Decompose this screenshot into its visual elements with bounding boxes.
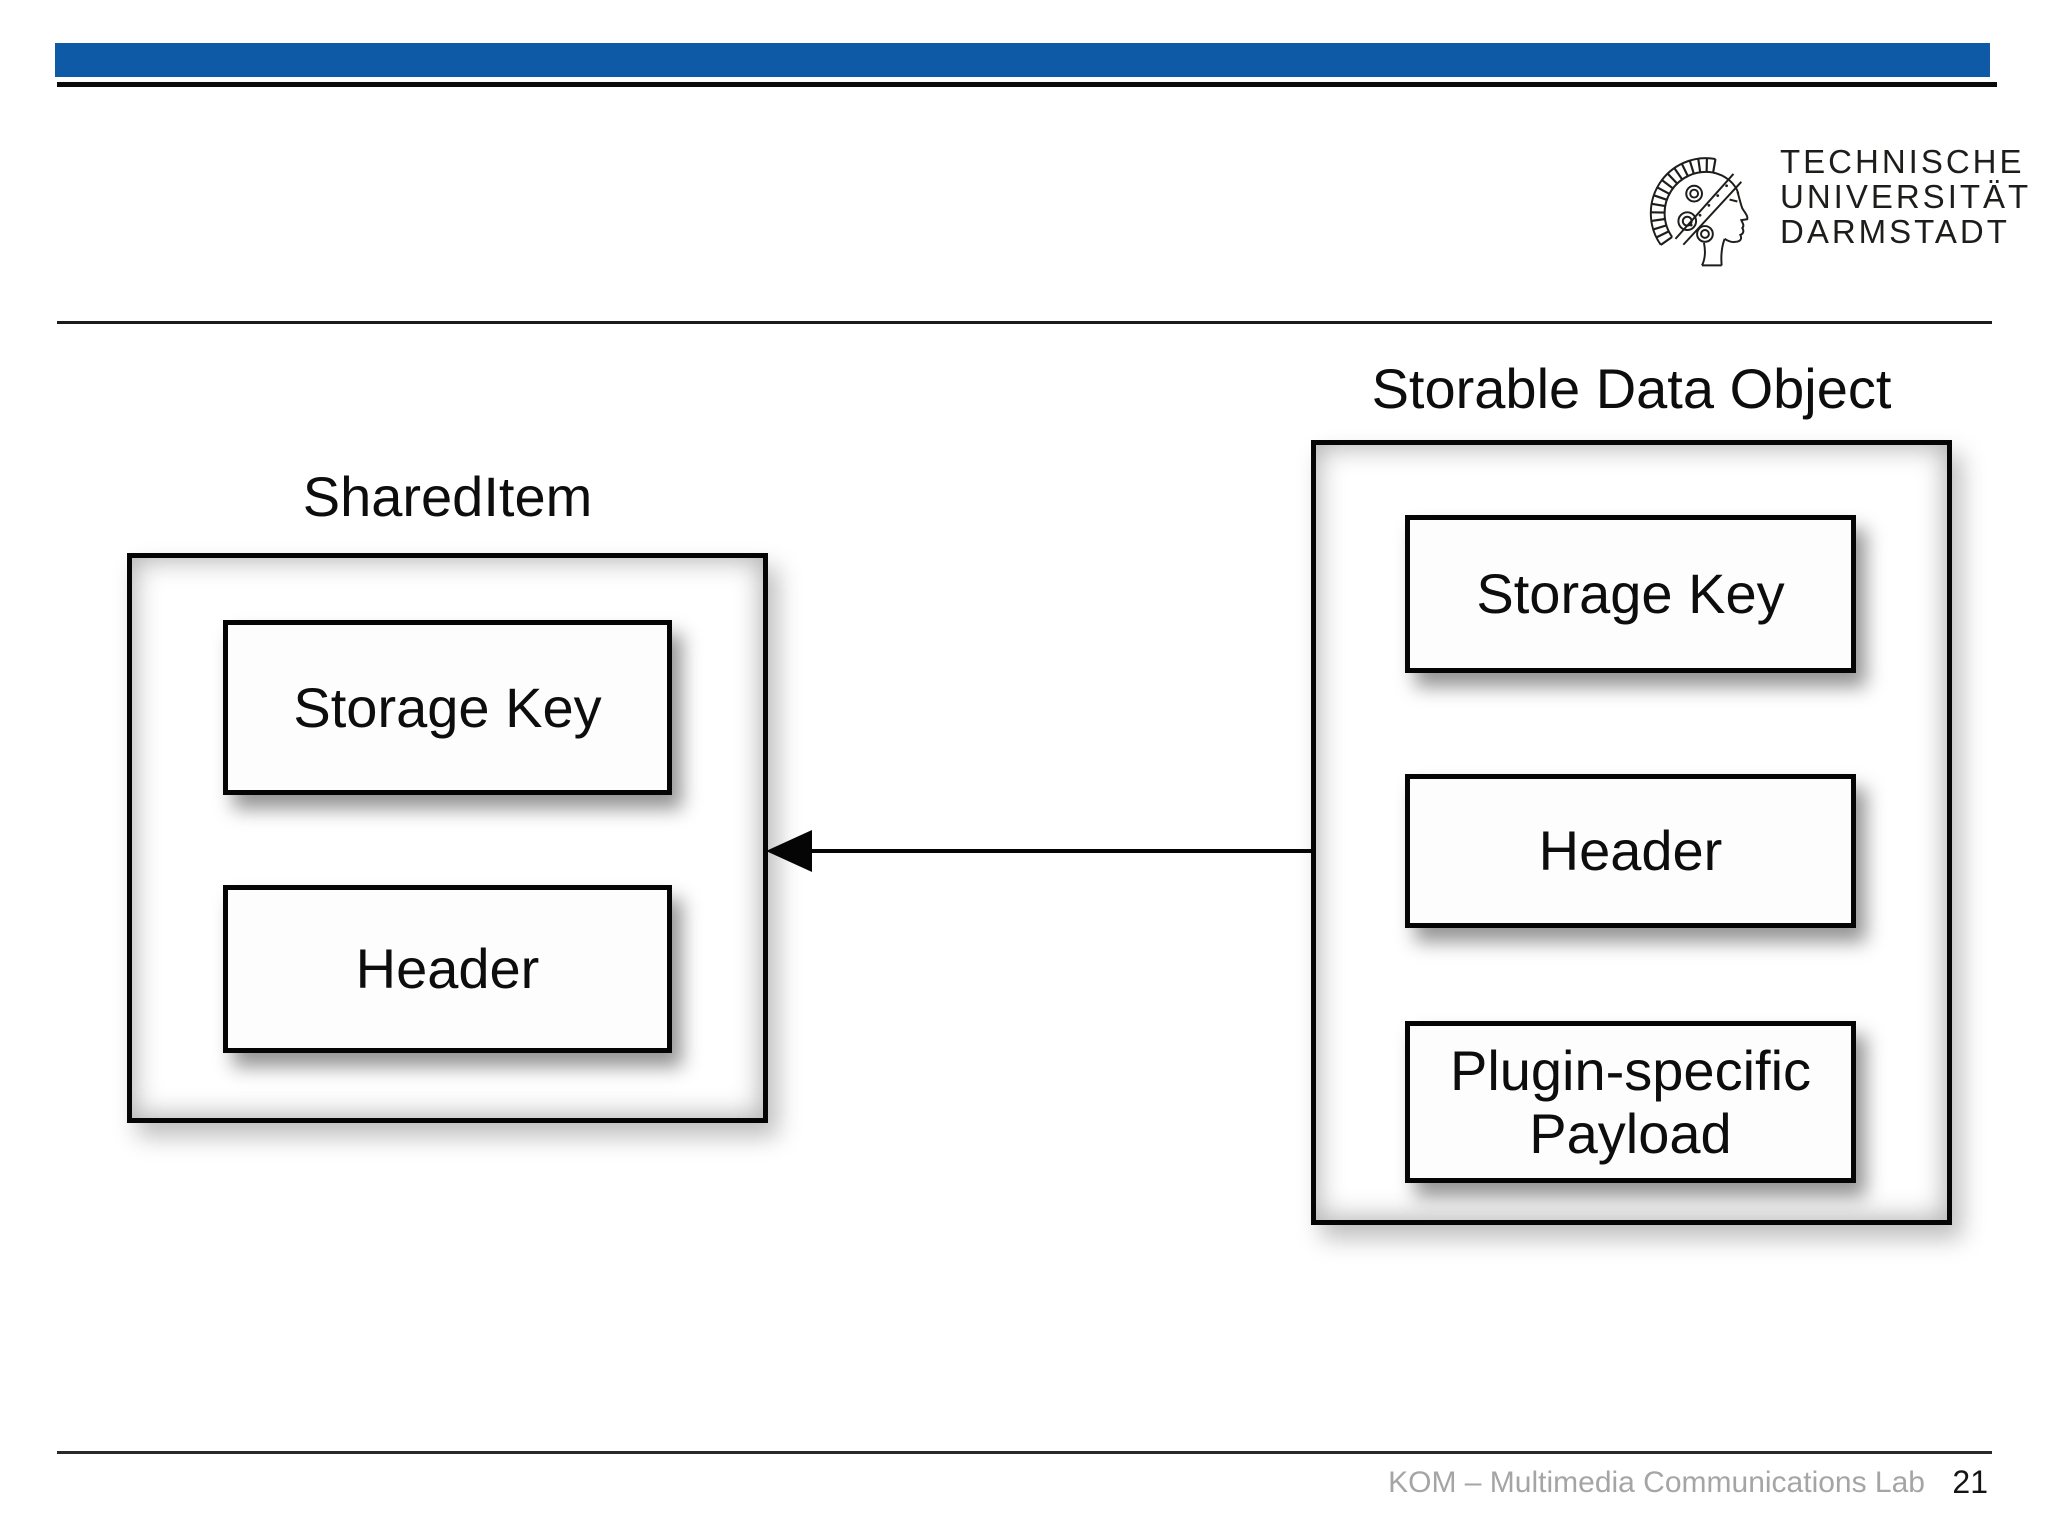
shareditem-title: SharedItem: [302, 465, 593, 528]
tu-darmstadt-logo: TECHNISCHE UNIVERSITÄT DARMSTADT: [1643, 133, 2028, 269]
reference-arrow: [766, 830, 1311, 872]
slide-page-number: 21: [1952, 1464, 1988, 1500]
sdo-storage-key-box: Storage Key: [1405, 515, 1856, 673]
header-black-rule: [57, 82, 1997, 87]
footer-separator-line: [57, 1451, 1992, 1454]
athena-head-icon: [1649, 157, 1749, 267]
footer-lab-label: KOM – Multimedia Communications Lab: [1388, 1466, 1925, 1499]
logo-line-3: DARMSTADT: [1780, 213, 2010, 250]
shareditem-storage-key-box: Storage Key: [223, 620, 672, 795]
logo-line-1: TECHNISCHE: [1780, 143, 2025, 180]
logo-wordmark: TECHNISCHE UNIVERSITÄT DARMSTADT: [1780, 144, 2031, 249]
logo-line-2: UNIVERSITÄT: [1780, 178, 2032, 215]
sdo-plugin-payload-box: Plugin-specific Payload: [1405, 1021, 1856, 1183]
sdo-header-box: Header: [1405, 774, 1856, 928]
storable-data-object-title: Storable Data Object: [1371, 357, 1892, 420]
header-separator-line: [57, 321, 1992, 324]
header-accent-bar: [55, 43, 1990, 77]
shareditem-header-box: Header: [223, 885, 672, 1053]
